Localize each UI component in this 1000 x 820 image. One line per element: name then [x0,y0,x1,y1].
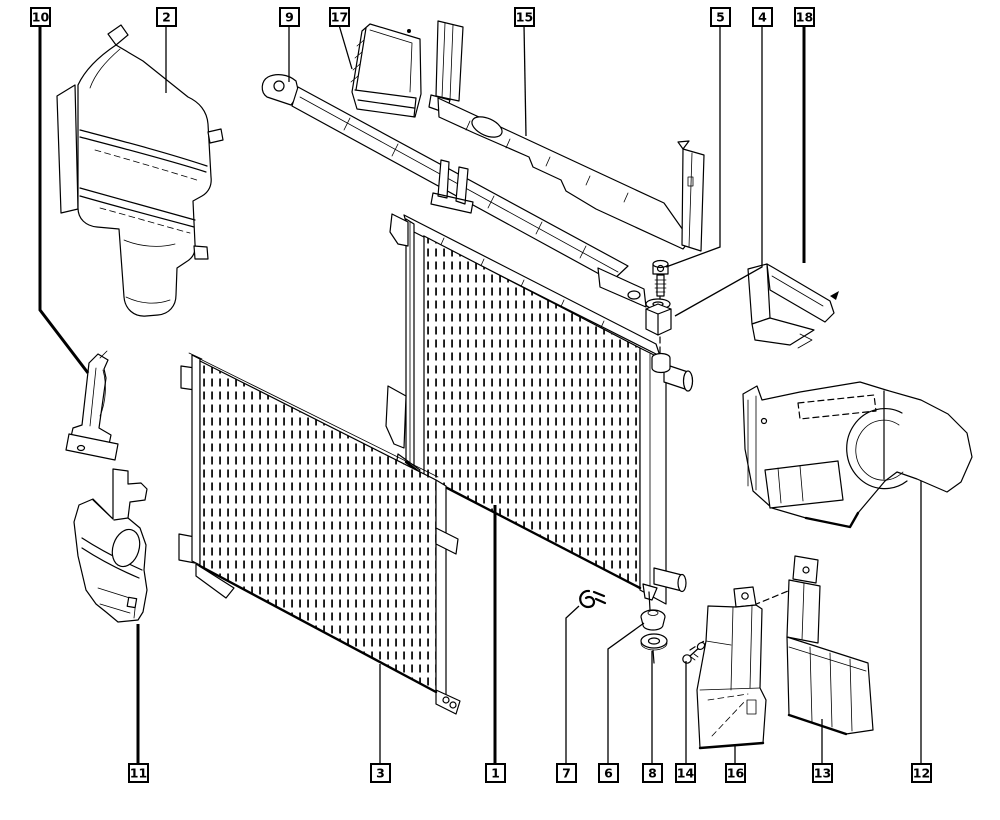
part-9-upper-crossmember [261,74,647,308]
callout-group-10: 10 [30,7,90,374]
callout-group-7: 7 [556,605,580,783]
callout-group-17: 17 [329,7,353,70]
callout-group-4: 4 [674,7,773,317]
callout-box-3[interactable] [370,763,391,783]
callout-group-1: 1 [485,505,506,783]
part-11-lower-deflector-left [73,468,148,623]
callout-label-14: 14 [677,766,695,781]
part-4-mount-block [645,298,672,336]
callout-box-14[interactable] [675,763,696,783]
callout-label-12: 12 [913,766,930,781]
part-16-center-deflector [696,586,767,750]
callout-box-11[interactable] [128,763,149,783]
callout-label-13: 13 [814,766,831,781]
callout-group-18: 18 [794,7,815,263]
callout-label-6: 6 [604,766,613,781]
callout-group-11: 11 [128,624,149,783]
part-14-screw [682,641,706,664]
part-15-upper-apron-panel [428,20,705,252]
callout-box-6[interactable] [598,763,619,783]
callout-label-4: 4 [758,10,767,25]
callout-label-16: 16 [727,766,745,781]
callout-label-9: 9 [285,10,294,25]
leader-line-10 [38,25,90,374]
callout-box-7[interactable] [556,763,577,783]
leader-line-17 [338,24,353,70]
callout-box-5[interactable] [710,7,731,27]
part-10-side-bracket [65,350,119,461]
part-12-air-guide-duct [742,381,973,529]
callout-box-15[interactable] [514,7,535,27]
callout-box-17[interactable] [329,7,350,27]
callout-label-17: 17 [331,10,348,25]
callout-group-12: 12 [911,481,932,783]
part-7-retaining-clip [579,589,607,609]
callout-group-6: 6 [598,622,645,783]
callout-label-2: 2 [162,10,171,25]
callout-group-14: 14 [675,661,696,783]
callout-box-4[interactable] [752,7,773,27]
leader-line-4 [674,25,763,317]
callout-label-5: 5 [716,10,725,25]
callout-group-13: 13 [812,719,833,783]
callout-label-3: 3 [376,766,385,781]
callout-box-13[interactable] [812,763,833,783]
callout-box-8[interactable] [642,763,663,783]
part-1-radiator [385,213,694,611]
callout-label-11: 11 [130,766,147,781]
part-18-corner-deflector [747,263,839,349]
callout-label-1: 1 [491,766,500,781]
callout-group-3: 3 [370,664,391,783]
callout-box-16[interactable] [725,763,746,783]
callout-box-12[interactable] [911,763,932,783]
callout-label-10: 10 [32,10,50,25]
callout-box-9[interactable] [279,7,300,27]
callout-label-18: 18 [796,10,813,25]
callout-group-16: 16 [725,745,746,783]
part-3-condenser [178,352,461,715]
callout-group-2: 2 [156,7,177,93]
callout-group-8: 8 [642,651,663,783]
part-5-bolt [652,259,669,297]
callout-label-8: 8 [648,766,657,781]
part-13-right-deflector [786,555,874,736]
leader-line-15 [523,24,527,137]
callout-label-7: 7 [562,766,571,781]
part-17-corner-bracket [350,23,422,118]
callout-box-10[interactable] [30,7,51,27]
leader-line-7 [565,605,580,764]
part-2-upper-side-cover [56,24,224,317]
callout-box-1[interactable] [485,763,506,783]
callout-group-9: 9 [279,7,300,82]
callout-box-2[interactable] [156,7,177,27]
callout-group-15: 15 [514,7,535,137]
leader-line-6 [607,622,645,764]
part-6-rubber-mount [640,609,666,631]
part-8-washer [640,633,668,664]
callout-group-5: 5 [665,7,731,268]
leader-line-5 [665,25,721,268]
callout-label-15: 15 [516,10,533,25]
callout-box-18[interactable] [794,7,815,27]
